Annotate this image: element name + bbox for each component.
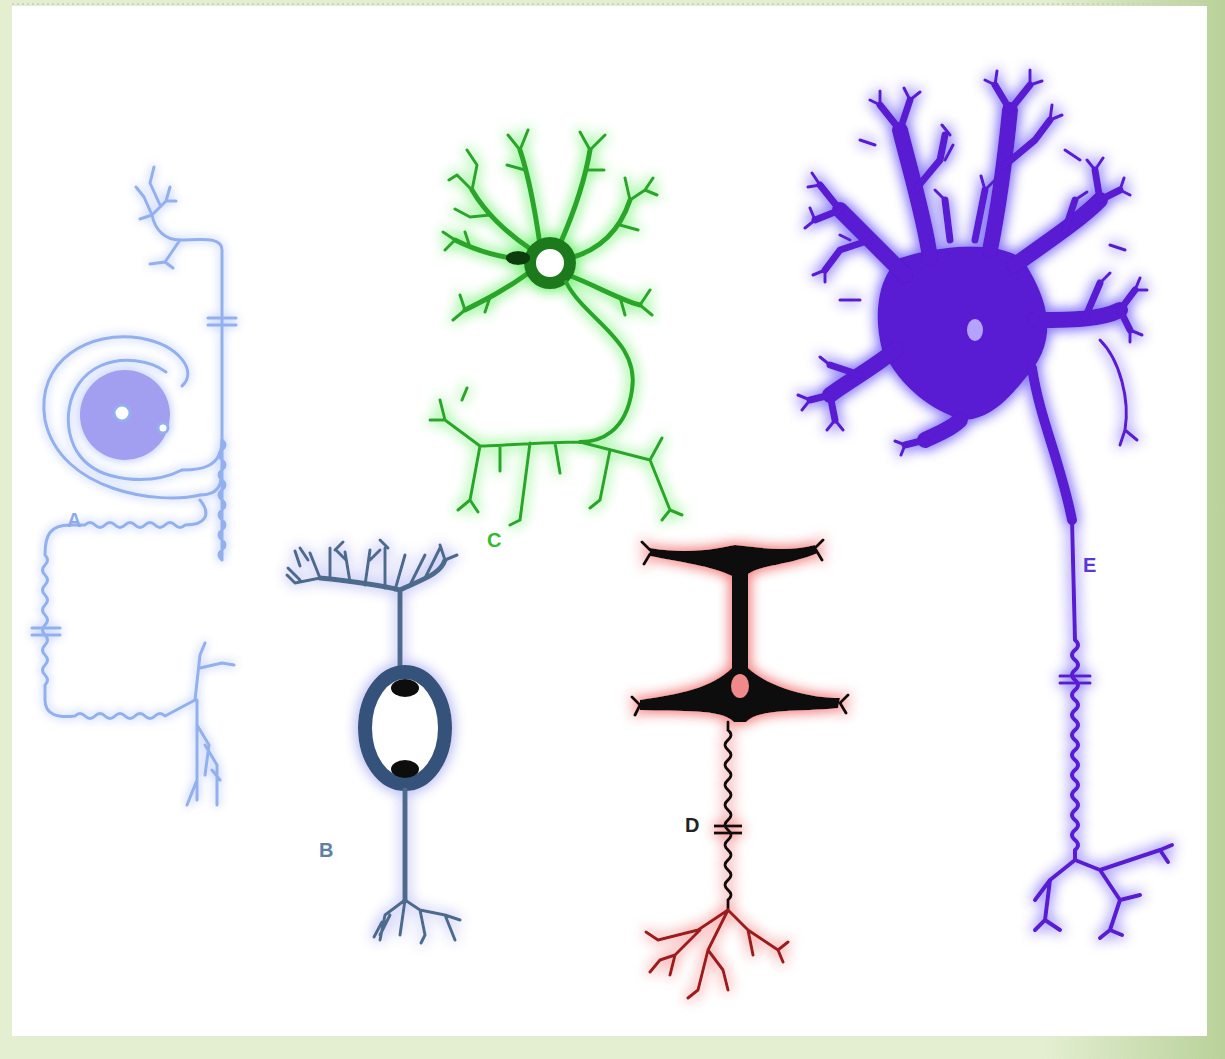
neuron-letter: A — [64, 508, 84, 532]
neuron-c — [430, 130, 682, 525]
neuron-b — [287, 540, 460, 943]
neuron-e — [798, 70, 1172, 938]
neuron-d — [632, 540, 848, 998]
neuron-letter: E — [1080, 553, 1099, 577]
dotted-rule — [12, 3, 1207, 5]
white-panel — [12, 6, 1207, 1036]
neuron-letter: D — [682, 813, 702, 837]
neuron-a — [32, 167, 236, 805]
neuron-letter: C — [484, 528, 504, 552]
neuron-letter: B — [316, 838, 336, 862]
